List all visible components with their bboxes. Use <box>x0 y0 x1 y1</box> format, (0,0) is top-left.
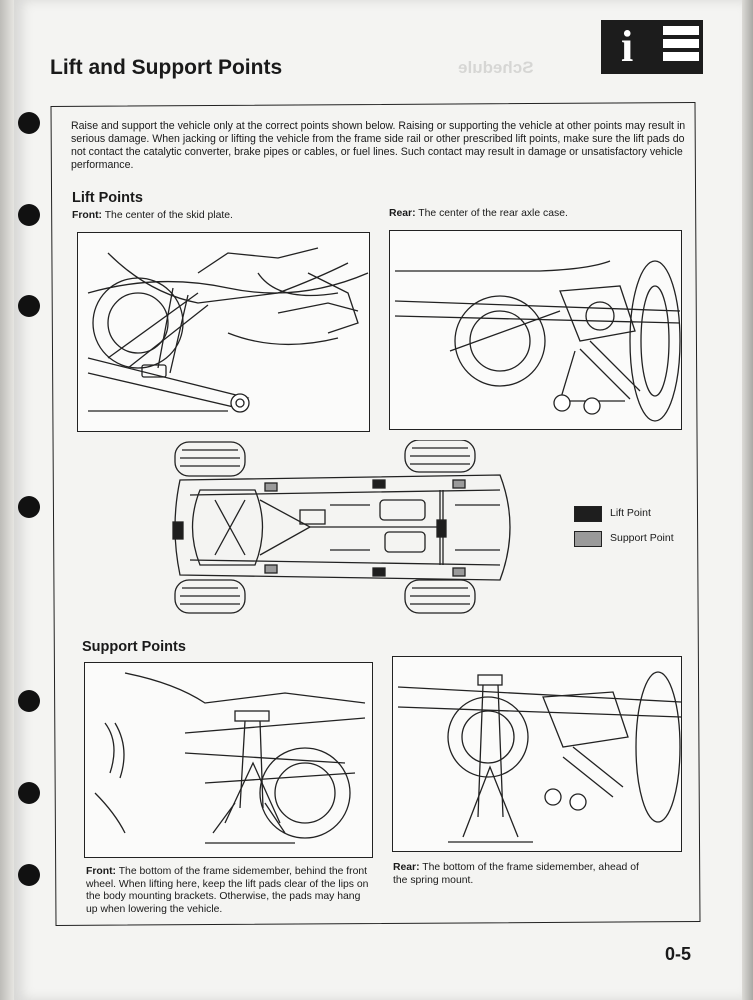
lift-rear-illustration <box>389 230 682 430</box>
binder-hole <box>18 112 40 134</box>
binder-hole <box>18 295 40 317</box>
lift-point-swatch <box>574 506 602 522</box>
binder-hole <box>18 782 40 804</box>
lift-rear-caption: Rear: The center of the rear axle case. <box>389 208 568 219</box>
support-points-heading: Support Points <box>82 639 186 655</box>
lift-front-caption: Front: The center of the skid plate. <box>72 210 233 221</box>
page-number: 0-5 <box>665 944 692 964</box>
lift-front-illustration <box>77 232 370 432</box>
support-front-caption: Front: The bottom of the frame sidemembe… <box>86 866 369 915</box>
binder-hole <box>18 864 40 886</box>
support-rear-caption: Rear: The bottom of the frame sidemember… <box>393 862 639 886</box>
binder-hole <box>18 496 40 518</box>
page-edge <box>742 0 753 1000</box>
bleed-through-text: Schedule <box>458 58 534 77</box>
support-front-illustration <box>84 662 373 858</box>
info-icon: i <box>601 20 703 74</box>
vehicle-underside-diagram <box>160 439 530 615</box>
support-point-swatch <box>574 531 602 547</box>
binder-hole <box>18 690 40 712</box>
binder-hole <box>18 204 40 226</box>
intro-paragraph: Raise and support the vehicle only at th… <box>71 120 686 171</box>
lift-points-heading: Lift Points <box>72 190 143 206</box>
binder-edge <box>0 0 14 1000</box>
page-title: Lift and Support Points <box>50 56 283 79</box>
support-rear-illustration <box>392 656 682 852</box>
